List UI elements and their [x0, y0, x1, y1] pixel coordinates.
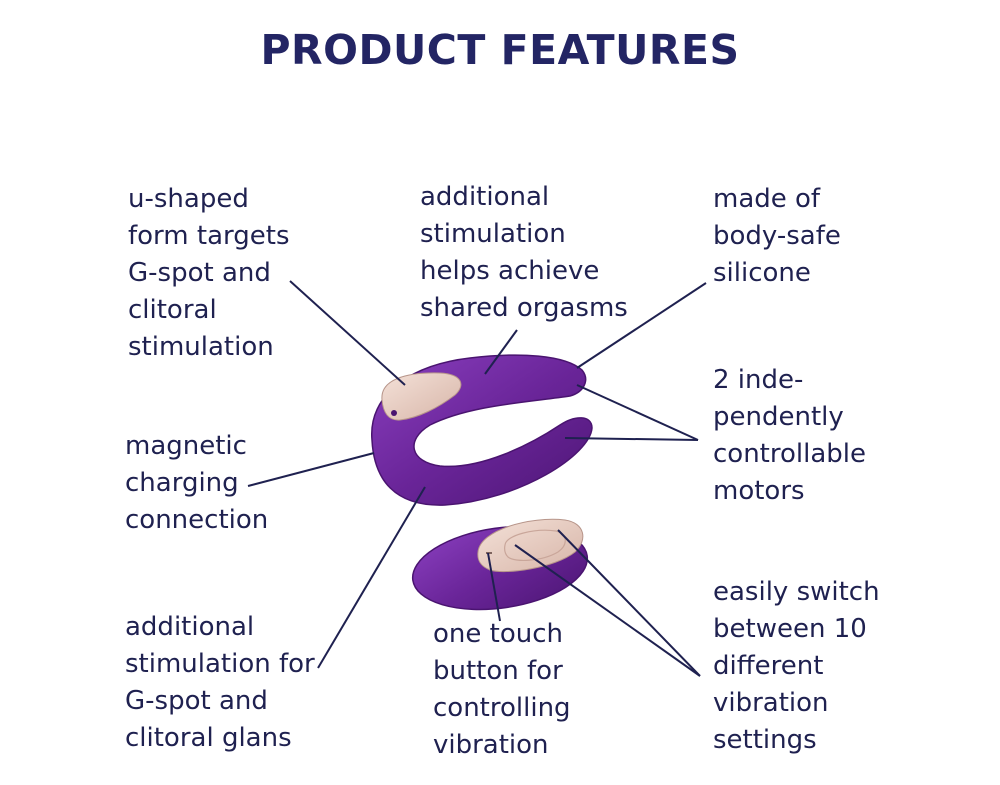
feature-gspot-stimulation: additional stimulation for G-spot and cl… [125, 612, 315, 753]
page-title: PRODUCT FEATURES [260, 26, 740, 74]
feature-vibration-settings: easily switch between 10 different vibra… [713, 577, 880, 755]
leader-lines [247, 280, 707, 677]
feature-body-safe-silicone: made of body-safe silicone [713, 184, 841, 288]
vibrator-body [371, 354, 593, 506]
feature-one-touch-button: one touch button for controlling vibrati… [433, 619, 571, 760]
feature-u-shaped: u-shaped form targets G-spot and clitora… [128, 184, 290, 362]
feature-magnetic-charging: magnetic charging connection [125, 431, 269, 535]
feature-independent-motors: 2 inde- pendently controllable motors [713, 365, 867, 506]
feature-shared-orgasms: additional stimulation helps achieve sha… [420, 182, 628, 323]
remote-control [411, 518, 589, 611]
